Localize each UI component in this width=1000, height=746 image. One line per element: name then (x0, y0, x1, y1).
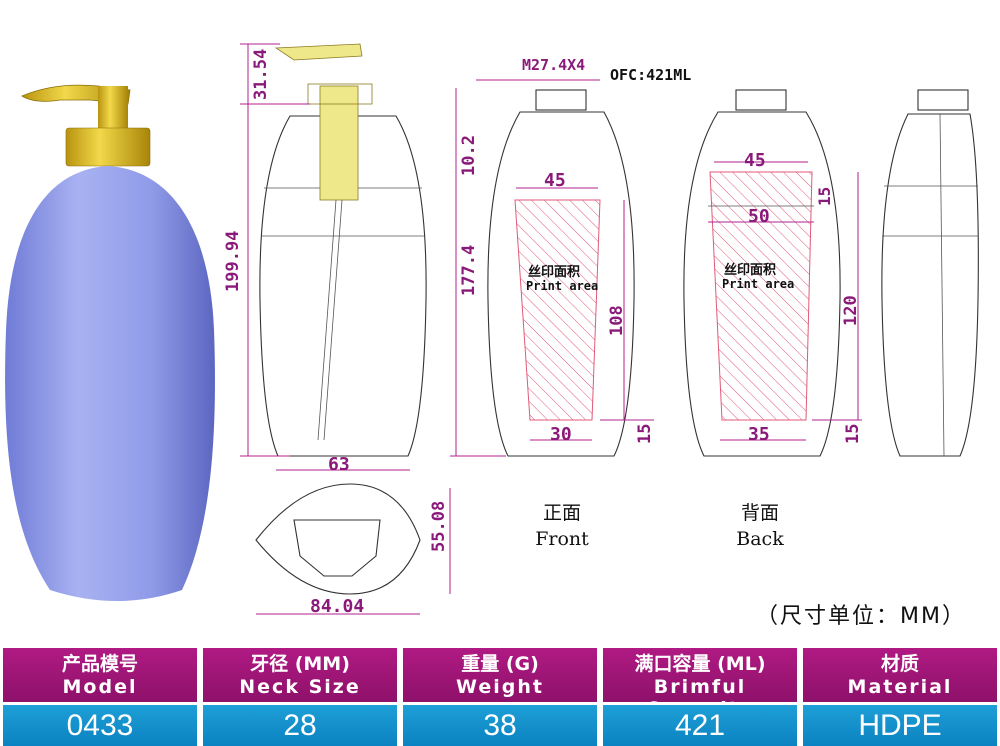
value-weight: 38 (403, 705, 597, 746)
dim-width: 63 (328, 454, 350, 475)
back-print-label-cn: 丝印面积 (724, 262, 776, 278)
header-material: 材质 Material (803, 648, 997, 702)
bottom-view: 55.08 84.04 (255, 483, 451, 617)
back-print-label-en: Print area (722, 277, 794, 291)
dim-pump-height: 31.54 (251, 49, 271, 100)
front-print-label-cn: 丝印面积 (528, 264, 580, 280)
dim-back-print-height: 120 (841, 295, 861, 326)
value-model: 0433 (3, 705, 197, 746)
front-print-label-en: Print area (526, 279, 598, 293)
back-view: 45 15 50 120 35 15 丝印面积 Print area (683, 89, 863, 457)
dim-total-height: 199.94 (223, 231, 243, 292)
spec-table: 产品模号 Model 牙径 (MM) Neck Size 重量 (G) Weig… (0, 648, 1000, 746)
dim-back-top-width: 45 (744, 150, 766, 171)
dim-back-mid-width: 50 (748, 206, 770, 227)
dim-front-print-height: 108 (607, 305, 627, 336)
dim-base-width: 84.04 (310, 596, 364, 617)
dim-neck-thread: M27.4X4 (522, 56, 585, 74)
side-view-with-pump: 31.54 199.94 63 (223, 43, 427, 475)
header-model: 产品模号 Model (3, 648, 197, 702)
side-profile-view (881, 89, 979, 457)
bottle-render (5, 84, 215, 601)
technical-drawing: 31.54 199.94 63 M27.4X4 OFC:421ML 10.2 1… (5, 43, 979, 617)
dim-back-top-margin: 15 (815, 187, 834, 206)
front-view-label: 正面 Front (530, 500, 594, 552)
dim-front-bottom-margin: 15 (635, 424, 655, 444)
value-capacity: 421 (603, 705, 797, 746)
dim-front-bottom-width: 30 (550, 424, 572, 445)
front-view: M27.4X4 OFC:421ML 10.2 177.4 45 108 30 1… (450, 56, 691, 457)
unit-note: （尺寸单位：MM） (756, 604, 966, 629)
spec-header-row: 产品模号 Model 牙径 (MM) Neck Size 重量 (G) Weig… (0, 648, 1000, 720)
front-view-label-en: Front (535, 528, 589, 550)
dim-base-depth: 55.08 (429, 501, 449, 552)
header-weight: 重量 (G) Weight (403, 648, 597, 702)
dim-body-height: 177.4 (459, 245, 479, 296)
header-neck-size: 牙径 (MM) Neck Size (203, 648, 397, 702)
value-material: HDPE (803, 705, 997, 746)
header-capacity: 满口容量 (ML) Brimful Capacity (603, 648, 797, 720)
dim-back-bottom-width: 35 (748, 424, 770, 445)
dim-back-bottom-margin: 15 (843, 424, 863, 444)
back-view-label: 背面 Back (728, 500, 792, 552)
spec-value-row: 0433 28 38 421 HDPE (0, 705, 1000, 746)
value-neck-size: 28 (203, 705, 397, 746)
back-view-label-cn: 背面 (740, 502, 779, 524)
front-view-label-cn: 正面 (542, 502, 581, 524)
dim-neck-height: 10.2 (459, 135, 479, 176)
dim-front-top-width: 45 (544, 170, 566, 191)
dim-ofc: OFC:421ML (610, 66, 691, 84)
back-view-label-en: Back (736, 528, 784, 550)
